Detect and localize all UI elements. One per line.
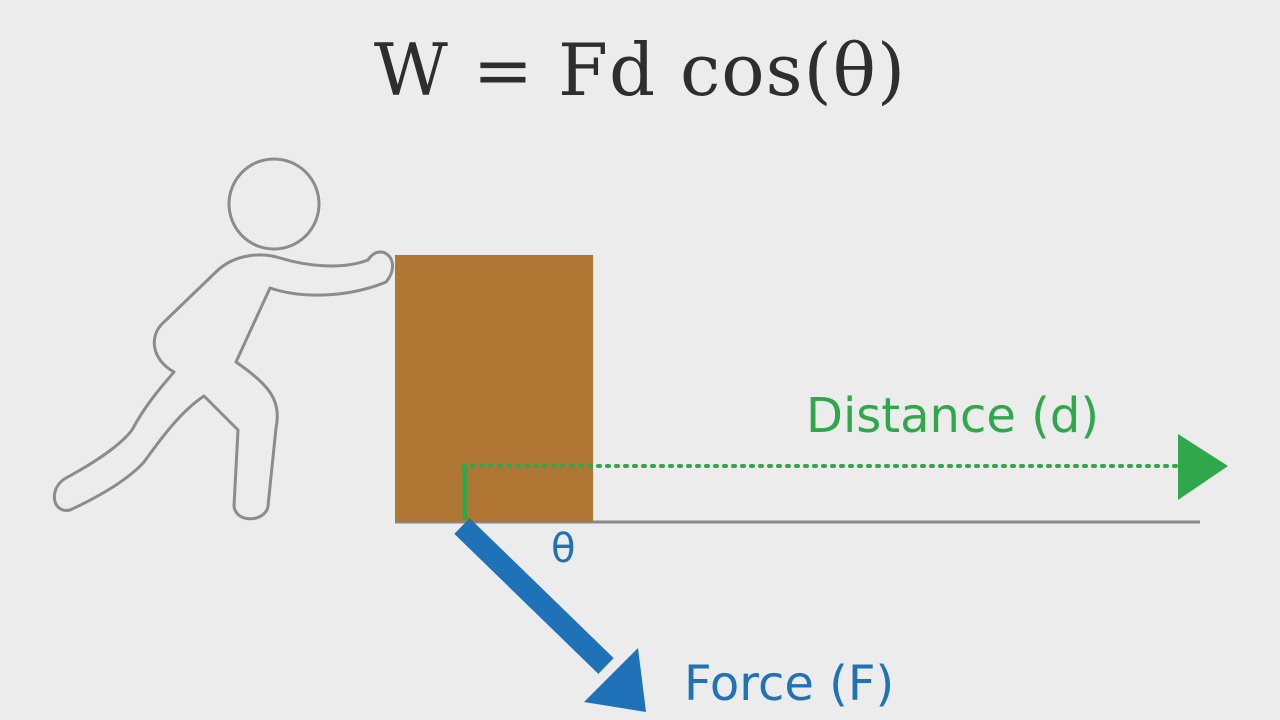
person-body bbox=[52, 250, 395, 521]
distance-arrowhead-icon bbox=[1178, 434, 1228, 500]
force-vector-line bbox=[454, 518, 614, 674]
angle-label: θ bbox=[551, 526, 576, 572]
person-pushing-icon bbox=[52, 157, 395, 521]
box bbox=[395, 255, 593, 522]
distance-label: Distance (d) bbox=[806, 388, 1100, 444]
force-arrowhead-icon bbox=[584, 648, 646, 712]
work-formula: W = Fd cos(θ) bbox=[373, 28, 907, 112]
person-head bbox=[227, 157, 321, 251]
force-label: Force (F) bbox=[684, 656, 895, 712]
